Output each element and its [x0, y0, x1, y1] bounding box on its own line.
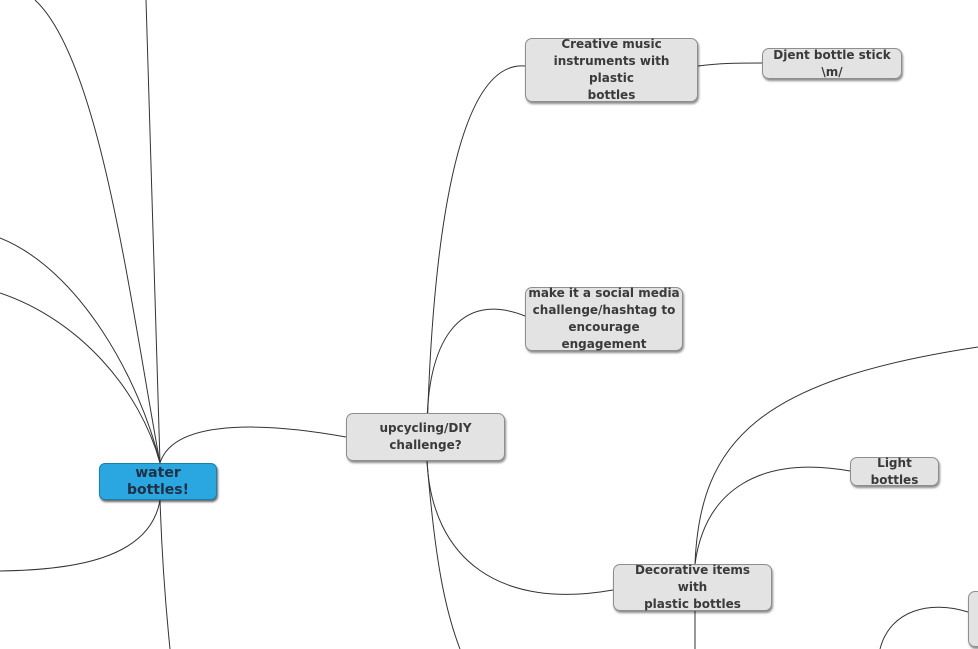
topic-label-line: plastic bottles [644, 597, 741, 611]
topic-label-line: Light bottles [870, 455, 919, 487]
topic-label: upcycling/DIY challenge? [379, 420, 471, 454]
central-topic-label: water bottles! [126, 464, 190, 498]
edge-upcycle-music [426, 65, 526, 438]
edge-decor-light [694, 466, 851, 565]
edge-root-offscreen-bottom [159, 499, 171, 649]
topic-node-djent-bottle-stick[interactable]: Djent bottle stick \m/ [762, 48, 902, 79]
edge-music-djent [697, 62, 763, 67]
edge-root-offscreen-left-3 [0, 499, 161, 572]
topic-label-line: Djent bottle stick \m/ [773, 47, 891, 79]
topic-label-line: challenge/hashtag to [532, 303, 676, 317]
topic-label-line: encourage engagement [561, 320, 647, 351]
edge-root-offscreen-left-2 [0, 292, 161, 464]
edge-upcycle-offscreen-bottom [426, 460, 461, 649]
topic-node-music-instruments[interactable]: Creative music instruments with plastic … [525, 36, 698, 104]
central-topic-node[interactable]: water bottles! [99, 463, 217, 500]
edge-upcycle-social [426, 308, 526, 438]
topic-node-upcycling[interactable]: upcycling/DIY challenge? [346, 413, 505, 461]
edge-decor-offscreen-top [694, 346, 978, 565]
topic-node-social-media-challenge[interactable]: make it a social media challenge/hashtag… [525, 285, 683, 353]
edge-upcycle-decor [426, 460, 614, 595]
edge-root-upcycle [159, 426, 347, 464]
topic-label-line: challenge? [389, 438, 462, 452]
topic-label: Decorative items with plastic bottles [620, 562, 765, 613]
topic-label: Creative music instruments with plastic … [532, 36, 691, 104]
edge-root-offscreen-left-1 [0, 237, 161, 464]
edge-partial-node [879, 606, 969, 649]
topic-label: make it a social media challenge/hashtag… [528, 285, 680, 353]
edge-root-offscreen-top-2 [145, 0, 161, 464]
edge-root-offscreen-top-1 [34, 0, 161, 464]
topic-label-line: make it a social media [528, 286, 680, 300]
topic-label-line: instruments with plastic [553, 54, 670, 85]
topic-label-line: bottles [587, 88, 636, 102]
topic-node-offscreen-partial[interactable] [968, 591, 978, 647]
topic-label-line: upcycling/DIY [379, 421, 472, 435]
topic-label-line: Decorative items with [634, 563, 751, 594]
topic-node-decorative-items[interactable]: Decorative items with plastic bottles [613, 562, 772, 613]
topic-label-line: Creative music [561, 37, 662, 51]
topic-node-light-bottles[interactable]: Light bottles [850, 455, 939, 487]
